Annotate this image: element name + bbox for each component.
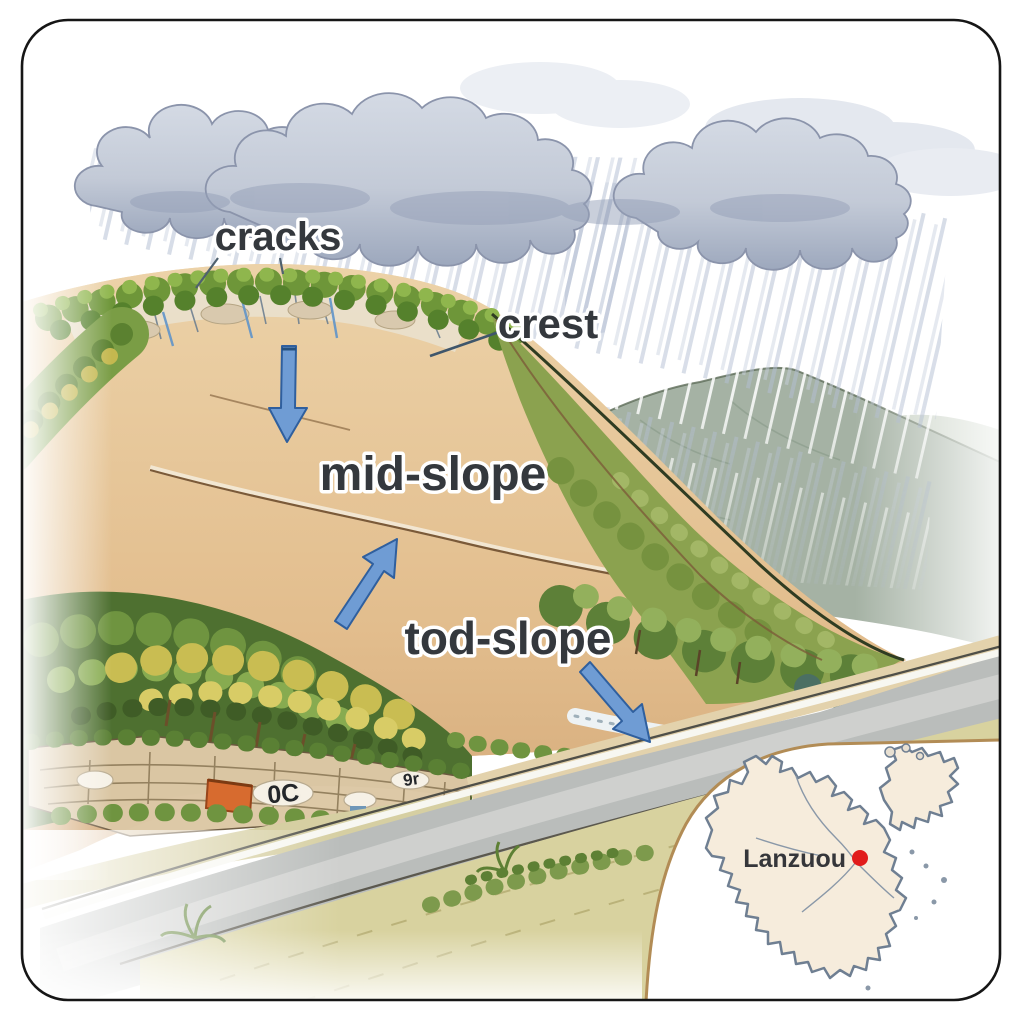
red-dot-marker-icon xyxy=(852,850,868,866)
scar-edge xyxy=(495,319,823,661)
movement-arrows xyxy=(268,345,651,743)
downslope-arrow-icon xyxy=(268,345,308,443)
label-mid-slope: mid-slope xyxy=(320,448,547,501)
map-fragments xyxy=(884,743,925,761)
upslope-arrow-icon xyxy=(334,538,398,630)
toeslope-arrow-icon xyxy=(579,661,651,743)
inset-border xyxy=(644,738,1000,1000)
internal-boundaries xyxy=(755,775,895,913)
rain-cloud-icon xyxy=(73,62,1000,271)
wall-graffiti-right: 9r xyxy=(402,769,421,790)
province-map xyxy=(704,743,960,991)
map-specks xyxy=(865,849,947,991)
bottom-fade xyxy=(22,930,642,1000)
water-seep-marks xyxy=(161,297,339,347)
map-place-label: Lanzuou xyxy=(743,845,846,873)
inset-map-panel: Lanzuou xyxy=(644,738,1000,1000)
label-toe-slope: tod-slope xyxy=(405,612,612,664)
wall-graffiti-left: 0C xyxy=(266,779,300,810)
image-frame xyxy=(20,18,1002,1002)
label-crest: crest xyxy=(498,300,598,347)
leader-lines xyxy=(195,257,503,358)
left-fade xyxy=(22,240,112,880)
label-cracks: cracks xyxy=(215,215,342,259)
ridge-outline xyxy=(491,312,905,662)
slope-labels: cracks crest mid-slope tod-slope xyxy=(211,212,615,668)
